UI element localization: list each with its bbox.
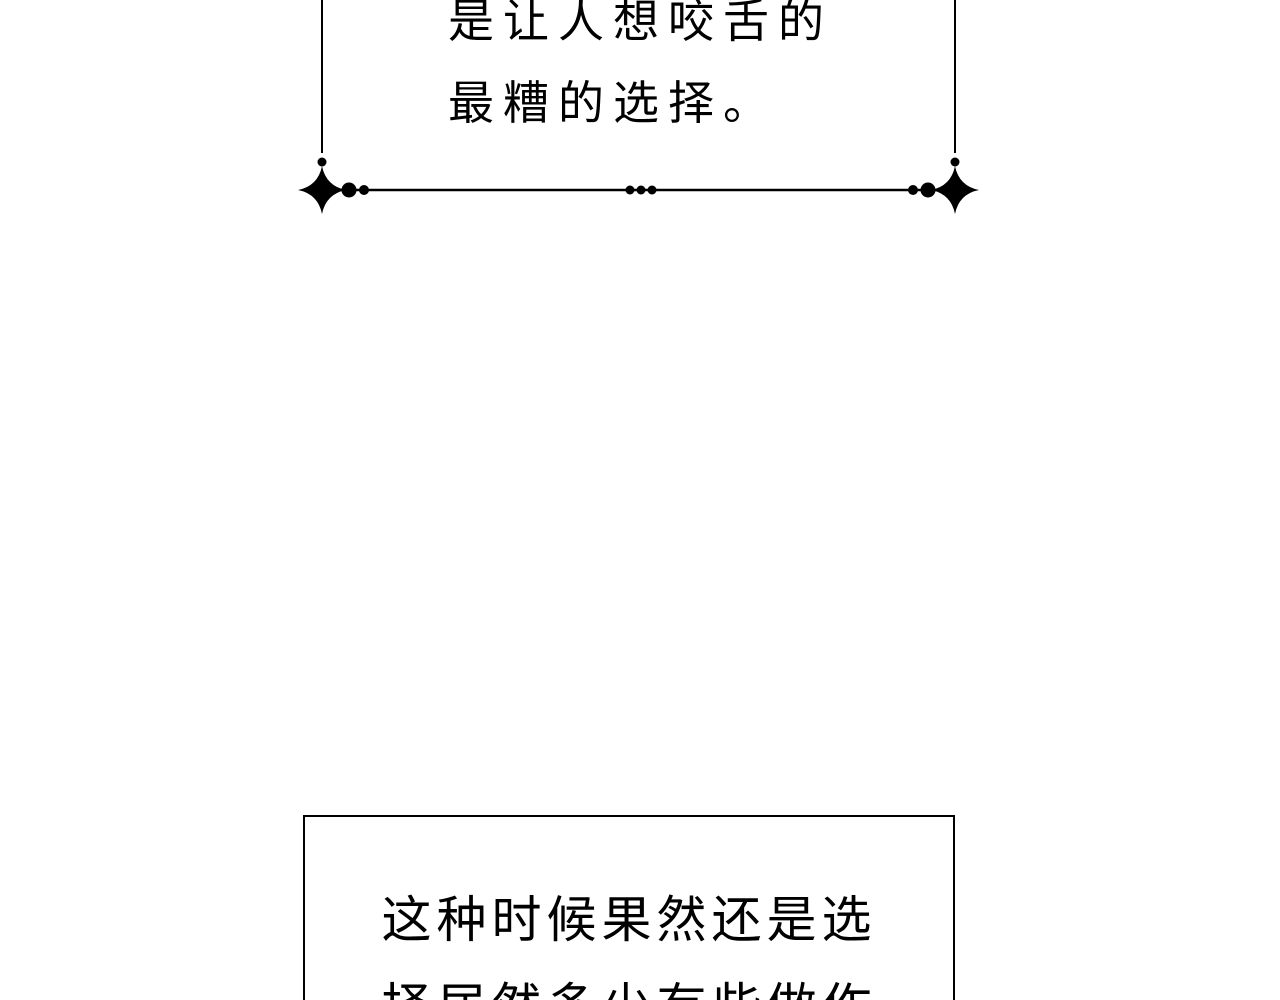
divider-top-dot-right: [950, 157, 960, 167]
divider-dot: [341, 182, 357, 198]
sparkle-icon-left: [298, 166, 346, 214]
divider-top-dot-left: [317, 157, 327, 167]
bottom-speech-line-2: 择居然多少有些做作: [305, 977, 953, 1000]
sparkle-icon-right: [931, 166, 979, 214]
divider-dot: [647, 185, 657, 195]
bottom-speech-box: 这种时候果然还是选 择居然多少有些做作: [303, 815, 955, 1000]
divider-dot: [920, 182, 936, 198]
top-speech-text: 是让人想咬舌的 最糟的选择。: [448, 0, 833, 144]
top-frame-left-border: [321, 0, 323, 153]
bottom-speech-line-1: 这种时候果然还是选: [381, 891, 877, 949]
divider-dot: [625, 185, 635, 195]
top-speech-line-1: 是让人想咬舌的: [448, 0, 833, 48]
divider-dot: [908, 185, 918, 195]
top-frame-right-border: [954, 0, 956, 153]
divider-dot: [636, 185, 646, 195]
divider-dot: [359, 185, 369, 195]
ornamental-divider: [298, 157, 979, 214]
top-speech-line-2: 最糟的选择。: [448, 76, 778, 130]
